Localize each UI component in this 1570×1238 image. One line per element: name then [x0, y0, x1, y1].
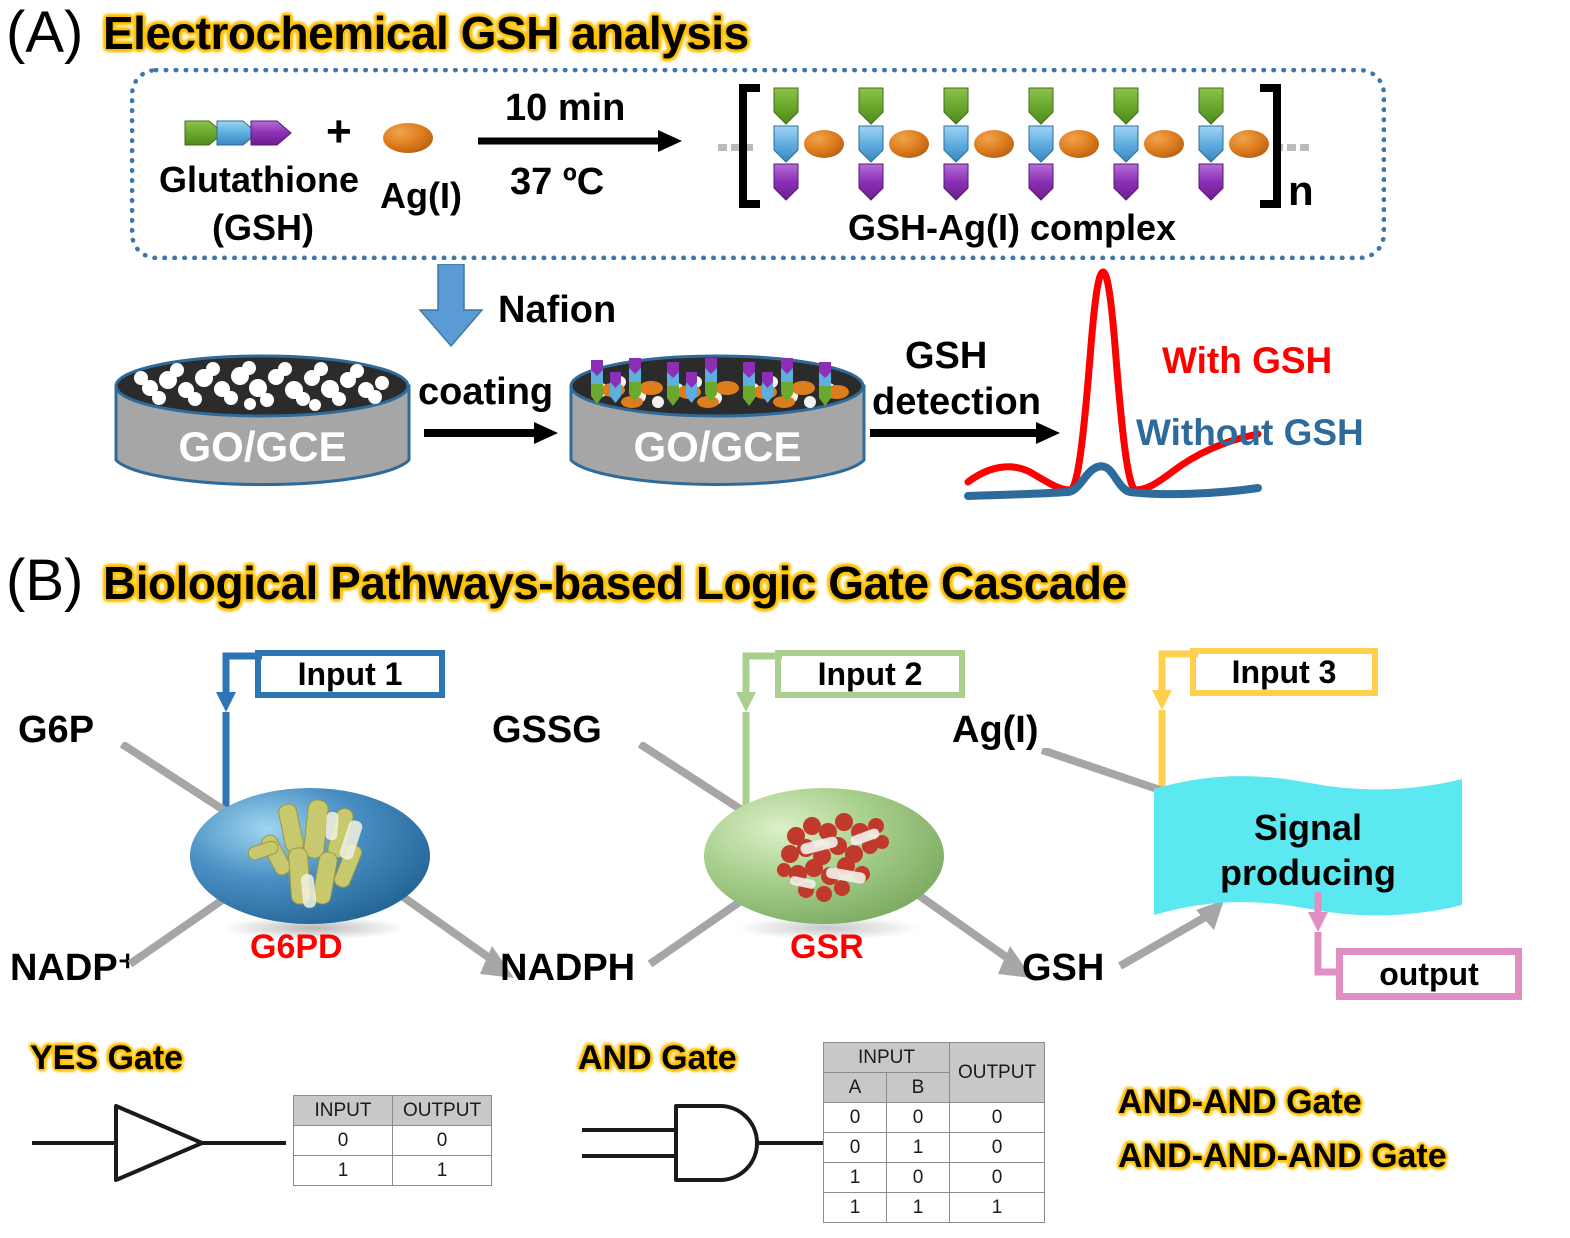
and-r3-b: 1 — [886, 1192, 950, 1223]
nafion-arrow — [412, 263, 490, 353]
reaction-scheme-container — [130, 68, 1386, 260]
yes-r1-out: 1 — [392, 1155, 492, 1186]
output-box[interactable]: output — [1336, 948, 1522, 1000]
input-1-box[interactable]: Input 1 — [255, 650, 445, 698]
table-row: 1 0 0 — [823, 1162, 1045, 1193]
yes-r0-out: 0 — [392, 1125, 492, 1156]
substrate-ag-label: Ag(I) — [952, 709, 1039, 751]
bracket-close — [1258, 84, 1284, 213]
gsh-ag-complex-polymer — [718, 82, 1318, 219]
and-subheader-b: B — [886, 1072, 950, 1103]
table-row: 0 0 — [293, 1125, 492, 1156]
and-gate-truth-table: INPUT OUTPUT A B 0 0 0 0 1 0 1 0 0 1 1 1 — [823, 1042, 1045, 1223]
gsh-detection-label-line2: detection — [872, 381, 1041, 423]
panel-b-title: Biological Pathways-based Logic Gate Cas… — [103, 557, 1127, 609]
silver-ion-ellipse-icon — [380, 120, 436, 161]
glutathione-label-line2: (GSH) — [212, 207, 314, 248]
and-r0-a: 0 — [823, 1102, 887, 1133]
output-label: output — [1379, 955, 1479, 992]
and-r1-a: 0 — [823, 1132, 887, 1163]
substrate-gsh-label: GSH — [1022, 947, 1105, 989]
panel-b-letter: (B) — [6, 548, 84, 613]
and-r2-a: 1 — [823, 1162, 887, 1193]
input-3-connector-arrow — [1148, 648, 1208, 803]
electrode-go-gce-bare — [110, 352, 415, 502]
g6p-to-enzyme-arrow — [119, 740, 240, 827]
and-gate-symbol — [580, 1098, 830, 1193]
plus-sign: + — [326, 107, 352, 156]
substrate-nadph-label: NADPH — [500, 947, 636, 989]
and-header-output: OUTPUT — [949, 1042, 1045, 1103]
gsh-ag-complex-label: GSH-Ag(I) complex — [848, 207, 1177, 248]
reaction-temperature-label: 37 ºC — [510, 161, 605, 203]
input-2-connector-arrow — [732, 650, 792, 823]
and-r2-b: 0 — [886, 1162, 950, 1193]
signal-producing-banner — [1148, 765, 1468, 938]
table-row: 0 1 0 — [823, 1132, 1045, 1163]
yes-gate-symbol — [30, 1098, 290, 1193]
gsh-chevron-icon — [183, 113, 295, 158]
enzyme-gsr-label: GSR — [790, 928, 864, 966]
panel-a-title: Electrochemical GSH analysis — [103, 7, 749, 59]
without-gsh-legend: Without GSH — [1136, 412, 1364, 453]
and-r0-b: 0 — [886, 1102, 950, 1133]
and-r1-out: 0 — [949, 1132, 1045, 1163]
input-2-label: Input 2 — [817, 655, 923, 692]
yes-header-input: INPUT — [293, 1095, 393, 1126]
and-subheader-a: A — [823, 1072, 887, 1103]
and-and-and-gate-title: AND-AND-AND Gate — [1118, 1137, 1447, 1175]
input-3-label: Input 3 — [1231, 653, 1337, 690]
input-1-connector-arrow — [212, 650, 272, 823]
table-row: 1 1 — [293, 1155, 492, 1186]
input-2-box[interactable]: Input 2 — [775, 650, 965, 698]
input-3-box[interactable]: Input 3 — [1190, 648, 1378, 696]
yes-r1-in: 1 — [293, 1155, 393, 1186]
table-row: 0 0 0 — [823, 1102, 1045, 1133]
yes-gate-truth-table: INPUT OUTPUT 0 0 1 1 — [293, 1095, 492, 1186]
and-r0-out: 0 — [949, 1102, 1045, 1133]
coating-arrow — [422, 420, 562, 451]
glutathione-label-line1: Glutathione — [159, 159, 359, 200]
panel-a-letter: (A) — [6, 0, 84, 65]
ag-to-signal-arrow — [1040, 746, 1170, 801]
and-gate-title: AND Gate — [578, 1039, 737, 1077]
enzyme-g6pd-icon — [186, 782, 438, 947]
voltammogram-plot — [958, 262, 1288, 509]
gsh-detection-label-line1: GSH — [905, 335, 988, 377]
enzyme-gsr-icon — [700, 782, 952, 947]
nafion-label: Nafion — [498, 289, 617, 331]
table-row: 1 1 1 — [823, 1192, 1045, 1223]
enzyme-g6pd-label: G6PD — [250, 928, 343, 966]
gssg-to-enzyme-arrow — [637, 740, 758, 827]
and-r3-out: 1 — [949, 1192, 1045, 1223]
and-and-gate-title: AND-AND Gate — [1118, 1083, 1362, 1121]
substrate-g6p-label: G6P — [18, 709, 95, 751]
reaction-arrow — [476, 128, 686, 159]
and-r3-a: 1 — [823, 1192, 887, 1223]
and-r2-out: 0 — [949, 1162, 1045, 1193]
yes-header-output: OUTPUT — [392, 1095, 492, 1126]
yes-r0-in: 0 — [293, 1125, 393, 1156]
and-header-input-group: INPUT — [823, 1042, 950, 1073]
input-1-label: Input 1 — [297, 655, 403, 692]
and-r1-b: 1 — [886, 1132, 950, 1163]
coating-label: coating — [418, 371, 554, 413]
electrode-go-gce-coated — [565, 340, 870, 502]
nadph-to-enzyme-arrow — [647, 888, 758, 973]
bracket-open — [736, 84, 762, 213]
nadp-to-enzyme-arrow — [127, 888, 238, 973]
polymer-subscript-n: n — [1288, 167, 1314, 214]
substrate-nadp-label: NADP⁺ — [10, 947, 138, 989]
gsh-detection-arrow — [868, 420, 1064, 451]
with-gsh-legend: With GSH — [1162, 340, 1333, 381]
yes-gate-title: YES Gate — [30, 1039, 184, 1077]
reaction-time-label: 10 min — [505, 87, 626, 129]
substrate-gssg-label: GSSG — [492, 709, 602, 751]
silver-ion-label: Ag(I) — [380, 175, 462, 216]
gsh-to-signal-arrow — [1118, 898, 1228, 975]
